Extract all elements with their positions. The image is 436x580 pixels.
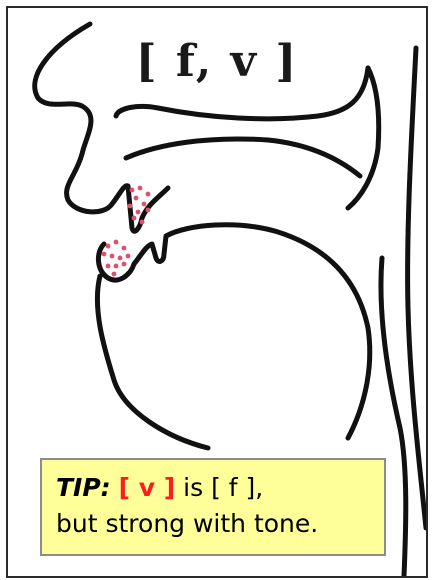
throat-back-outline [405, 45, 426, 531]
chin-outline [94, 273, 211, 451]
contact-dots [101, 185, 151, 277]
palate-outline [123, 136, 363, 179]
throat-front-outline [378, 255, 409, 576]
tip-highlight: [ v ] [118, 473, 176, 502]
tip-label: TIP: [56, 473, 111, 502]
upper-teeth-outline [109, 183, 171, 234]
face-profile-outline [32, 21, 115, 215]
lower-lip-outline [96, 241, 137, 283]
sound-title: [ f, v ] [135, 36, 299, 87]
nasal-cavity-outline [113, 65, 371, 122]
tip-box: TIP: [ v ] is [ f ], but strong with ton… [40, 458, 386, 556]
tip-line-2: but strong with tone. [56, 509, 319, 538]
tongue-outline [131, 222, 373, 441]
vocal-tract-diagram [32, 21, 426, 576]
diagram-frame: [ f, v ] TIP: [ v ] is [ f ], but strong… [6, 6, 428, 578]
velum-outline [345, 65, 382, 211]
tip-line1-rest: is [ f ], [175, 473, 264, 502]
tip-line-1: TIP: [ v ] is [ f ], [56, 470, 370, 506]
